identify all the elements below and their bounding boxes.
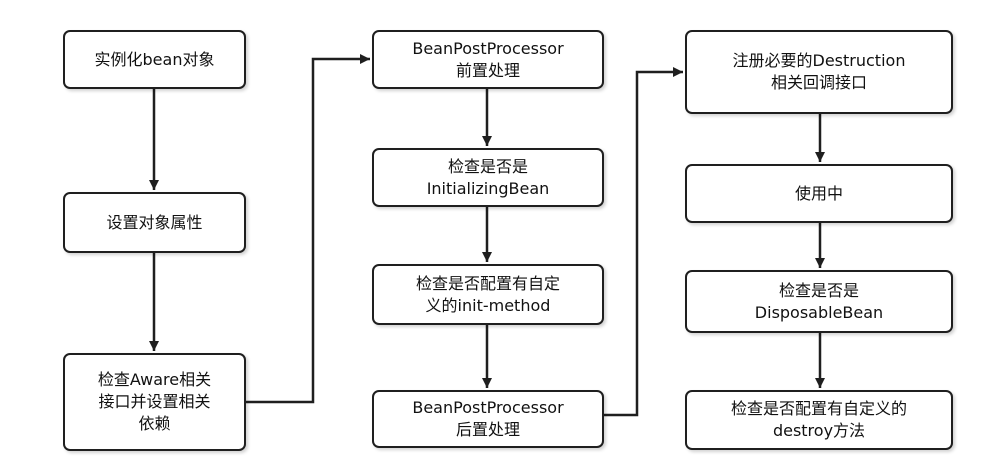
node-bpp-before: BeanPostProcessor 前置处理	[372, 30, 604, 89]
node-check-aware: 检查Aware相关 接口并设置相关 依赖	[63, 353, 246, 451]
node-register-destruction: 注册必要的Destruction 相关回调接口	[685, 30, 953, 114]
arrow-bpp-after-to-register	[604, 67, 683, 417]
node-check-init-method: 检查是否配置有自定 义的init-method	[372, 264, 604, 325]
node-bpp-after: BeanPostProcessor 后置处理	[372, 390, 604, 448]
node-check-disposable-bean: 检查是否是 DisposableBean	[685, 270, 953, 333]
node-set-properties: 设置对象属性	[63, 192, 246, 253]
node-check-initializing-bean: 检查是否是 InitializingBean	[372, 148, 604, 207]
arrow-aware-to-bpp-before	[246, 54, 370, 404]
node-in-use: 使用中	[685, 164, 953, 223]
node-instantiate-bean: 实例化bean对象	[63, 30, 246, 89]
node-check-destroy-method: 检查是否配置有自定义的 destroy方法	[685, 390, 953, 450]
